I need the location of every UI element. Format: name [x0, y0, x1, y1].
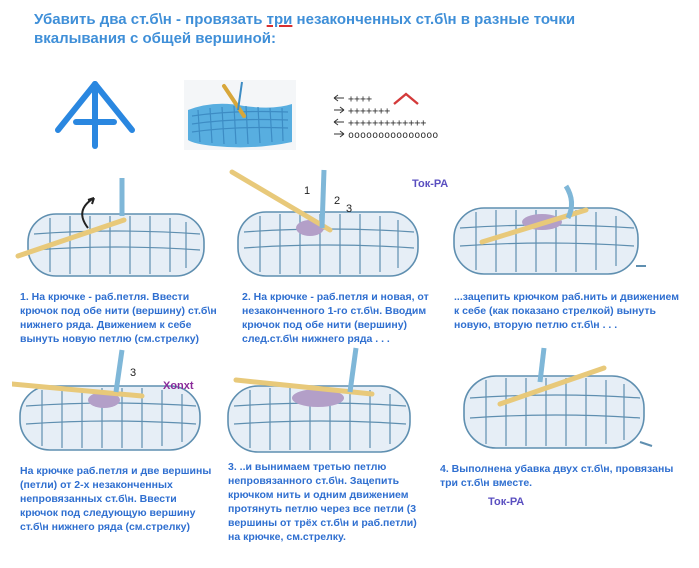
step1-caption: 1. На крючке - раб.петля. Ввести крючок … — [20, 291, 217, 345]
step6-illustration — [460, 346, 660, 458]
svg-text:+++++++++++++: +++++++++++++ — [348, 118, 426, 129]
watermark-tok-ra-top: Ток-РА — [412, 178, 449, 190]
step2-illustration: 1 2 3 — [226, 168, 426, 286]
watermark-xonxt: Xonxt — [163, 380, 194, 392]
step4-illustration: 3 — [12, 346, 212, 456]
step4-caption: На крючке раб.петля и две вершины (петли… — [20, 465, 212, 533]
decrease-symbol-icon — [52, 78, 138, 150]
step1-illustration — [14, 176, 214, 286]
step3-illustration — [446, 182, 656, 282]
step2-mark-2: 2 — [334, 195, 340, 207]
step2-caption: 2. На крючке - раб.петля и новая, от нез… — [242, 291, 429, 345]
step2-mark-1: 1 — [304, 185, 310, 197]
title-part2: незаконченных ст.б\н в разные точки вкал… — [34, 11, 576, 47]
step2-mark-3: 3 — [346, 203, 352, 215]
page-title: Убавить два ст.б\н - провязать три незак… — [34, 10, 594, 48]
svg-text:++++: ++++ — [348, 94, 372, 105]
swatch-photo — [184, 80, 296, 150]
step4-mark-3: 3 — [130, 367, 136, 379]
watermark-tok-ra-bottom: Ток-РА — [488, 496, 525, 508]
svg-text:+++++++: +++++++ — [348, 106, 390, 117]
crochet-chart: ++++ +++++++ +++++++++++++ ooooooooooooo… — [332, 90, 472, 142]
title-highlight: три — [266, 11, 293, 28]
step5-caption: 3. ..и вынимаем третью петлю непровязанн… — [228, 461, 417, 543]
step6-caption: 4. Выполнена убавка двух ст.б\н, провяза… — [440, 463, 674, 489]
step5-illustration — [222, 346, 422, 458]
title-part1: Убавить два ст.б\н - провязать — [34, 11, 267, 28]
step3-caption: ...зацепить крючком раб.нить и движением… — [454, 291, 680, 331]
svg-text:ooooooooooooooo: ooooooooooooooo — [348, 130, 438, 141]
